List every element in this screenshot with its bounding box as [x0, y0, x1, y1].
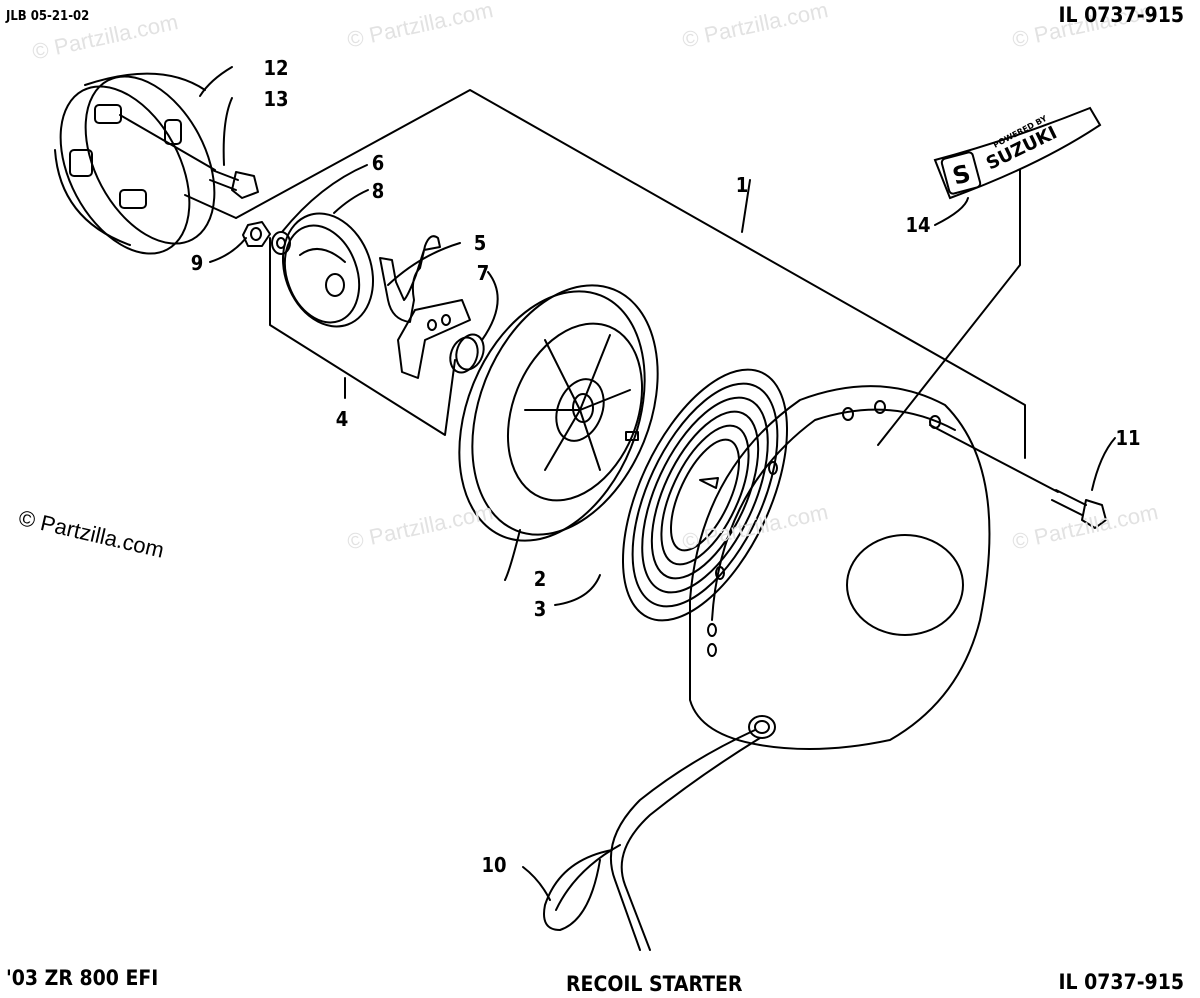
callout-7: 7 [477, 261, 490, 285]
callout-3: 3 [534, 597, 547, 621]
callout-4: 4 [336, 407, 349, 431]
decal-logo-letter: S [950, 159, 974, 191]
callout-5: 5 [474, 231, 487, 255]
callout-14: 14 [905, 213, 930, 237]
callout-leaders [199, 66, 1116, 901]
callout-numbers: 1 2 3 4 5 6 7 8 9 10 11 12 13 14 [191, 56, 1141, 877]
callout-1: 1 [736, 173, 749, 197]
leader-line-14 [877, 159, 1021, 446]
callout-12: 12 [263, 56, 288, 80]
callout-10: 10 [481, 853, 506, 877]
callout-2: 2 [534, 567, 547, 591]
callout-13: 13 [263, 87, 288, 111]
starter-rope-part [543, 729, 761, 951]
header-code-right: IL 0737-915 [1058, 3, 1185, 27]
assembly-bracket-1 [235, 89, 1026, 459]
rope-reel-part [458, 284, 659, 542]
bolt-13-part [209, 169, 259, 199]
friction-plate-8-part [281, 212, 375, 328]
callout-6: 6 [372, 151, 385, 175]
footer-code-right: IL 0737-915 [1058, 970, 1185, 994]
diagram-title: RECOIL STARTER [566, 972, 743, 996]
spring-5-part [379, 235, 441, 323]
assembly-bracket-4 [269, 237, 456, 436]
model-caption: '03 ZR 800 EFI [6, 966, 159, 990]
starter-cup-part [54, 72, 237, 255]
callout-8: 8 [372, 179, 385, 203]
callout-9: 9 [191, 251, 204, 275]
starter-housing-part [689, 385, 991, 750]
nut-9-part [242, 221, 271, 247]
bolt-11-part [929, 424, 1107, 529]
ratchet-pawl-part [397, 299, 471, 379]
suzuki-decal-part: S POWERED BY SUZUKI [933, 106, 1102, 200]
recoil-spring-part [621, 368, 789, 622]
bushing-7-part [449, 333, 485, 374]
header-code-left: JLB 05-21-02 [6, 9, 90, 24]
callout-11: 11 [1115, 426, 1140, 450]
